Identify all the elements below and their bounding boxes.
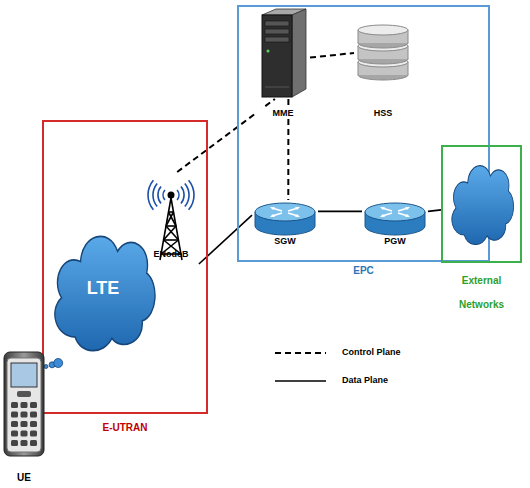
- data-link: [428, 210, 441, 212]
- radio-link: [44, 359, 63, 369]
- legend-sample: [275, 380, 326, 382]
- legend-text: Data Plane: [342, 375, 388, 385]
- node-label: ENodeB: [130, 249, 212, 259]
- control-link: [310, 53, 354, 58]
- network-cloud: [447, 153, 516, 253]
- legend-sample: [275, 352, 326, 354]
- node-label: SGW: [252, 236, 318, 246]
- icon-node: SGW: [252, 200, 318, 238]
- node-label: LTE: [47, 278, 159, 299]
- node-label: E-UTRAN: [44, 422, 206, 433]
- database-icon: [354, 24, 412, 82]
- group-box: E-UTRANLTEENodeB: [42, 120, 208, 414]
- server-icon: [256, 7, 310, 99]
- icon-node: ENodeB: [140, 172, 202, 264]
- icon-node: MME: [256, 7, 310, 99]
- node-label: External Networks: [439, 269, 524, 317]
- icon-node: UE: [2, 350, 46, 460]
- icon-node: HSS: [354, 24, 412, 82]
- node-label: EPC: [239, 265, 488, 276]
- router-icon: [252, 200, 318, 238]
- phone-icon: [2, 350, 46, 460]
- node-label: PGW: [362, 236, 428, 246]
- group-box: External Networks: [441, 145, 522, 263]
- legend-text: Control Plane: [342, 347, 401, 357]
- router-icon: [362, 200, 428, 238]
- icon-node: PGW: [362, 200, 428, 238]
- node-label: MME: [256, 108, 310, 118]
- node-label: HSS: [354, 108, 412, 118]
- icon-node: LTE: [47, 218, 159, 363]
- data-link: [318, 211, 362, 213]
- node-label: UE: [2, 472, 46, 483]
